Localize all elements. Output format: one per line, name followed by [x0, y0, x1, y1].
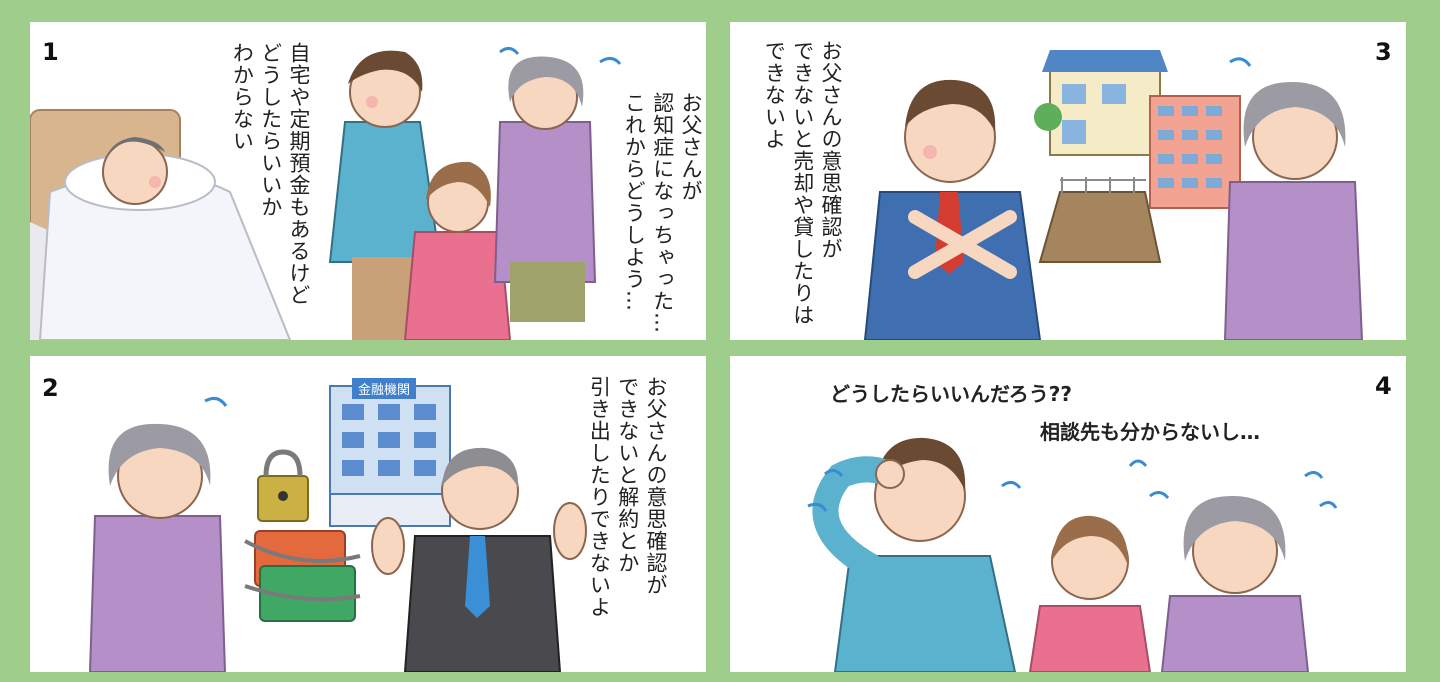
- panel-3-speech: お父さんの意思確認が できないと売却や貸したりは できないよ: [762, 40, 844, 326]
- panel-4-number: 4: [1375, 372, 1392, 400]
- panel-1: 1 お父さんが 認知症になっちゃった… これからどうしよう… 自宅や定期預金もあ…: [30, 22, 706, 340]
- panel-3: 3 お父さんの意思確認が できないと売却や貸したりは できないよ: [730, 22, 1406, 340]
- panel-4-speech-top: どうしたらいいんだろう??: [830, 382, 1073, 406]
- panel-2-number: 2: [42, 374, 59, 402]
- panel-4-speech-bottom: 相談先も分からないし…: [1040, 420, 1260, 444]
- panel-3-illustration: [863, 50, 1364, 340]
- panel-2-speech: お父さんの意思確認が できないと解約とか 引き出したりできないよ: [587, 376, 669, 618]
- panel-1-speech-left: 自宅や定期預金もあるけど どうしたらいいか わからない: [230, 42, 312, 306]
- panel-4: 4 どうしたらいいんだろう?? 相談先も分からないし…: [730, 356, 1406, 672]
- panel-2: 2 金融機関 お父さんの意思確認が できないと解約とか 引き出したりできないよ: [30, 356, 706, 672]
- bank-sign: 金融機関: [352, 378, 417, 399]
- panel-1-speech-right: お父さんが 認知症になっちゃった… これからどうしよう…: [622, 92, 704, 334]
- panel-3-number: 3: [1375, 38, 1392, 66]
- panel-1-illustration: [30, 47, 622, 340]
- panel-1-number: 1: [42, 38, 59, 66]
- panel-4-illustration: [807, 437, 1338, 672]
- panel-2-illustration: [88, 385, 587, 672]
